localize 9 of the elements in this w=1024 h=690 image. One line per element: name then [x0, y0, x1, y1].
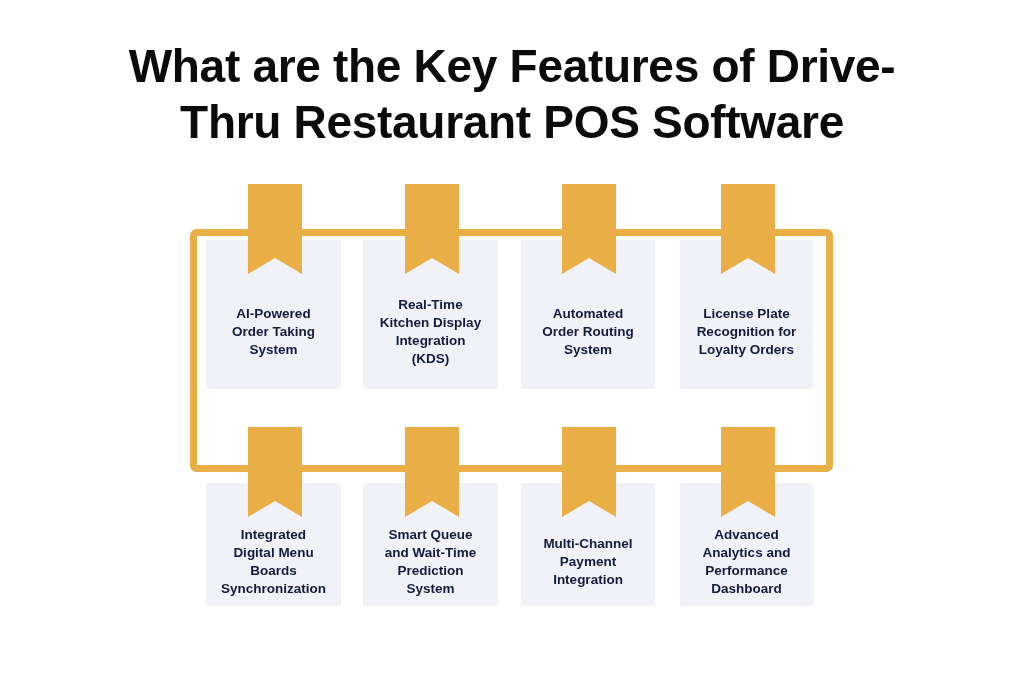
- feature-text: Real-Time Kitchen Display Integration (KDS): [378, 295, 483, 368]
- feature-text: Automated Order Routing System: [541, 304, 635, 359]
- feature-text: Advanced Analytics and Performance Dashboard: [701, 525, 792, 598]
- feature-text: AI-Powered Order Taking System: [231, 304, 316, 359]
- feature-text: License Plate Recognition for Loyalty Orders: [695, 304, 798, 359]
- feature-text: Multi-Channel Payment Integration: [542, 534, 634, 589]
- title: What are the Key Features of Drive-Thru Restaurant POS Software: [127, 39, 897, 150]
- feature-text: Integrated Digital Menu Boards Synchronization: [220, 525, 327, 598]
- feature-text: Smart Queue and Wait-Time Prediction System: [383, 525, 478, 598]
